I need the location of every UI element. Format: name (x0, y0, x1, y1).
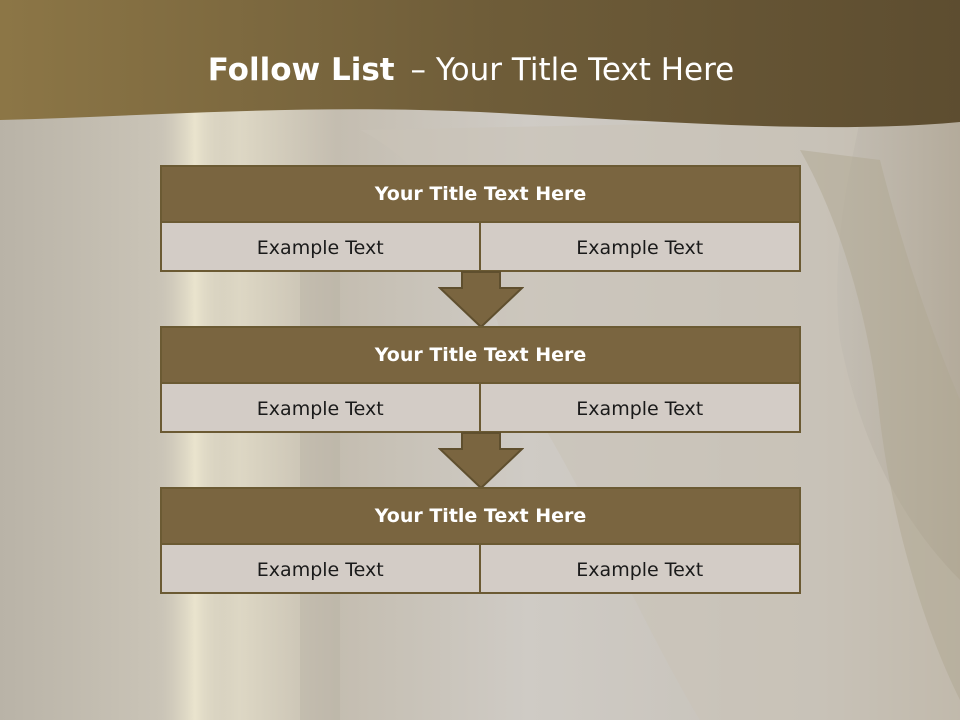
title-banner (0, 0, 960, 128)
step-heading: Your Title Text Here (162, 167, 799, 223)
step-cell-right: Example Text (576, 236, 704, 259)
step-heading: Your Title Text Here (162, 328, 799, 384)
step-cell-right: Example Text (576, 558, 704, 581)
step-cell-right: Example Text (576, 397, 704, 420)
down-arrow-icon (438, 271, 524, 329)
step-heading: Your Title Text Here (162, 489, 799, 545)
step-cell-left: Example Text (162, 223, 481, 272)
step-cell-left: Example Text (162, 384, 481, 433)
slide-title: Follow List – Your Title Text Here (0, 52, 942, 88)
step-box-1: Your Title Text Here Example Text Exampl… (160, 165, 801, 272)
step-box-2: Your Title Text Here Example Text Exampl… (160, 326, 801, 433)
step-cell-left: Example Text (162, 545, 481, 594)
title-rest: Your Title Text Here (435, 52, 735, 88)
step-box-3: Your Title Text Here Example Text Exampl… (160, 487, 801, 594)
title-bold: Follow List (207, 52, 395, 88)
title-separator: – (410, 52, 426, 88)
down-arrow-icon (438, 432, 524, 490)
